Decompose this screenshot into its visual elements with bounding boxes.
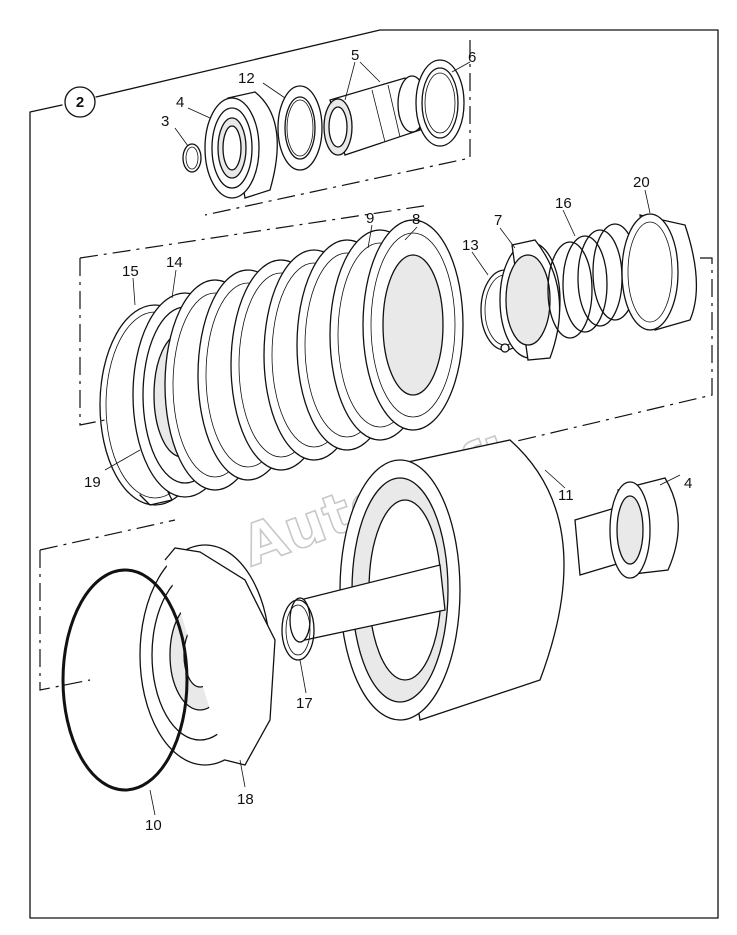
part-20-seal (621, 213, 698, 331)
label-11: 11 (558, 487, 574, 504)
label-17: 17 (296, 695, 313, 712)
label-19: 19 (84, 474, 101, 491)
section-number: 2 (76, 94, 84, 111)
label-5: 5 (351, 47, 359, 64)
part-7-piston (499, 239, 561, 361)
clutch-disc-stack (164, 219, 464, 491)
leader-lines (104, 61, 681, 816)
label-10: 10 (145, 817, 162, 834)
label-13: 13 (462, 237, 479, 254)
part-4-bearing-lower (609, 477, 679, 579)
part-4-bearing-top (204, 91, 278, 199)
label-16: 16 (555, 195, 572, 212)
part-labels: 3 4 12 5 6 20 16 7 13 9 8 15 14 19 11 4 … (84, 47, 692, 834)
section-marker: 2 (64, 86, 96, 118)
label-20: 20 (633, 174, 650, 191)
part-11-clutch-drum (289, 439, 631, 721)
label-7: 7 (494, 212, 502, 229)
part-16-spring-pack (547, 223, 638, 339)
label-14: 14 (166, 254, 183, 271)
diagram-frame (29, 29, 719, 919)
label-18: 18 (237, 791, 254, 808)
label-3: 3 (161, 113, 169, 130)
part-17-seal-ring (281, 599, 315, 661)
part-5-needle-bearing (323, 75, 427, 156)
label-6: 6 (468, 49, 476, 66)
group-boundaries (39, 40, 713, 691)
label-15: 15 (122, 263, 139, 280)
label-4-top: 4 (176, 94, 184, 111)
part-12-washer (277, 85, 323, 171)
part-18-support-gear (139, 544, 276, 766)
part-3-snap-ring (182, 143, 202, 173)
label-8: 8 (412, 211, 420, 228)
part-10-o-ring (61, 568, 189, 792)
label-4-lower: 4 (684, 475, 692, 492)
label-9: 9 (366, 210, 374, 227)
part-6-washer (415, 59, 465, 147)
label-12: 12 (238, 70, 255, 87)
